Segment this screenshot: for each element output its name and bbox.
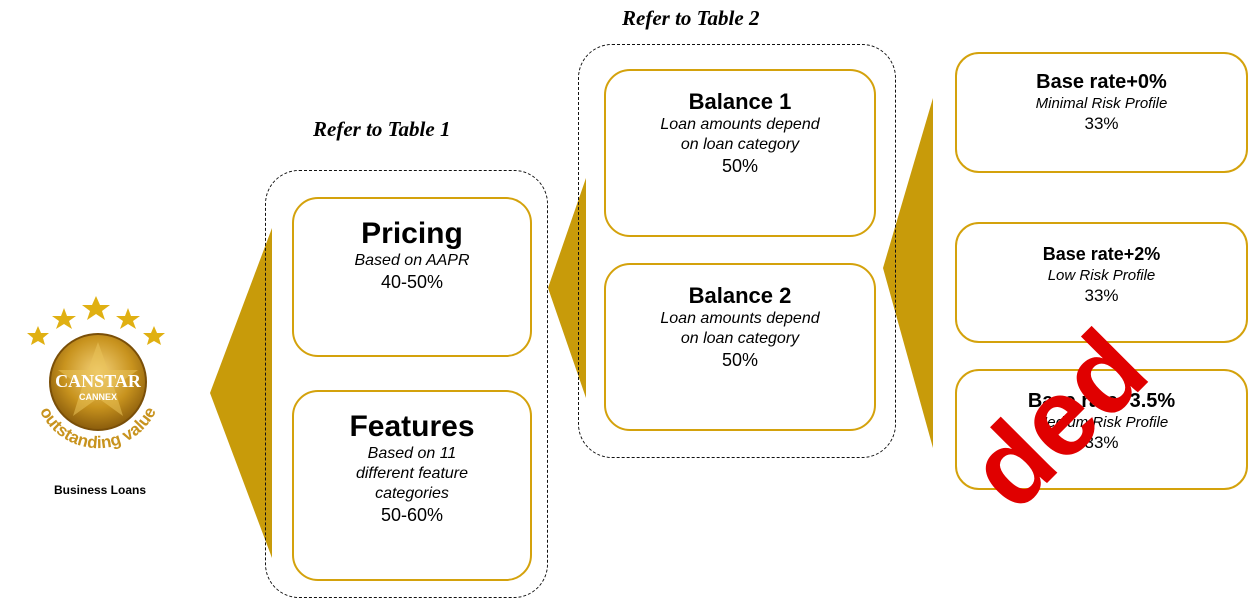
balance1-pct: 50% [721, 156, 759, 176]
rate-title: Base rate+3.5% [1027, 390, 1176, 412]
table2-group [578, 44, 896, 458]
star-icon [27, 296, 165, 345]
balance2-pct: 50% [721, 350, 759, 370]
pricing-desc: Based on AAPR [354, 252, 470, 269]
features-pct: 50-60% [380, 505, 444, 525]
rate-desc: Medium Risk Profile [1034, 414, 1169, 431]
logo-caption: Business Loans [53, 483, 147, 497]
balance1-desc-line2: on loan category [680, 136, 800, 153]
pricing-box: Pricing Based on AAPR 40-50% [292, 197, 532, 357]
features-title: Features [349, 410, 475, 443]
features-box: Features Based on 11 different feature c… [292, 390, 532, 581]
balance2-title: Balance 2 [688, 283, 792, 308]
balance1-title: Balance 1 [688, 89, 792, 114]
balance2-desc-line1: Loan amounts depend [660, 310, 820, 327]
wedge-logo-to-table1 [210, 228, 272, 558]
balance2-box: Balance 2 Loan amounts depend on loan ca… [604, 263, 876, 431]
table2-reference: Refer to Table 2 [622, 6, 760, 30]
logo-brand: CANSTAR [55, 371, 142, 391]
pricing-title: Pricing [361, 217, 463, 250]
rate-box-medium: Base rate+3.5% Medium Risk Profile 33% [955, 369, 1248, 490]
balance1-box: Balance 1 Loan amounts depend on loan ca… [604, 69, 876, 237]
rate-box-minimal: Base rate+0% Minimal Risk Profile 33% [955, 52, 1248, 173]
balance1-desc-line1: Loan amounts depend [660, 116, 820, 133]
features-desc-line2: different feature [355, 465, 469, 482]
features-desc-line1: Based on 11 [367, 445, 457, 462]
balance2-desc-line2: on loan category [680, 330, 800, 347]
rate-pct: 33% [1084, 286, 1119, 305]
table1-reference: Refer to Table 1 [313, 117, 451, 141]
logo-sub-brand: CANNEX [79, 392, 117, 402]
rate-title: Base rate+2% [1042, 244, 1161, 264]
rate-box-low: Base rate+2% Low Risk Profile 33% [955, 222, 1248, 343]
wedge-table1-to-table2 [548, 178, 586, 398]
rate-title: Base rate+0% [1036, 71, 1167, 93]
pricing-pct: 40-50% [380, 272, 444, 292]
rate-desc: Low Risk Profile [1047, 267, 1156, 284]
rate-pct: 33% [1084, 433, 1119, 452]
canstar-logo: CANSTAR CANNEX outstanding value [27, 296, 165, 452]
wedge-table2-to-rates [883, 98, 933, 448]
rate-desc: Minimal Risk Profile [1035, 95, 1168, 112]
rate-pct: 33% [1084, 114, 1119, 133]
features-desc-line3: categories [375, 485, 449, 502]
